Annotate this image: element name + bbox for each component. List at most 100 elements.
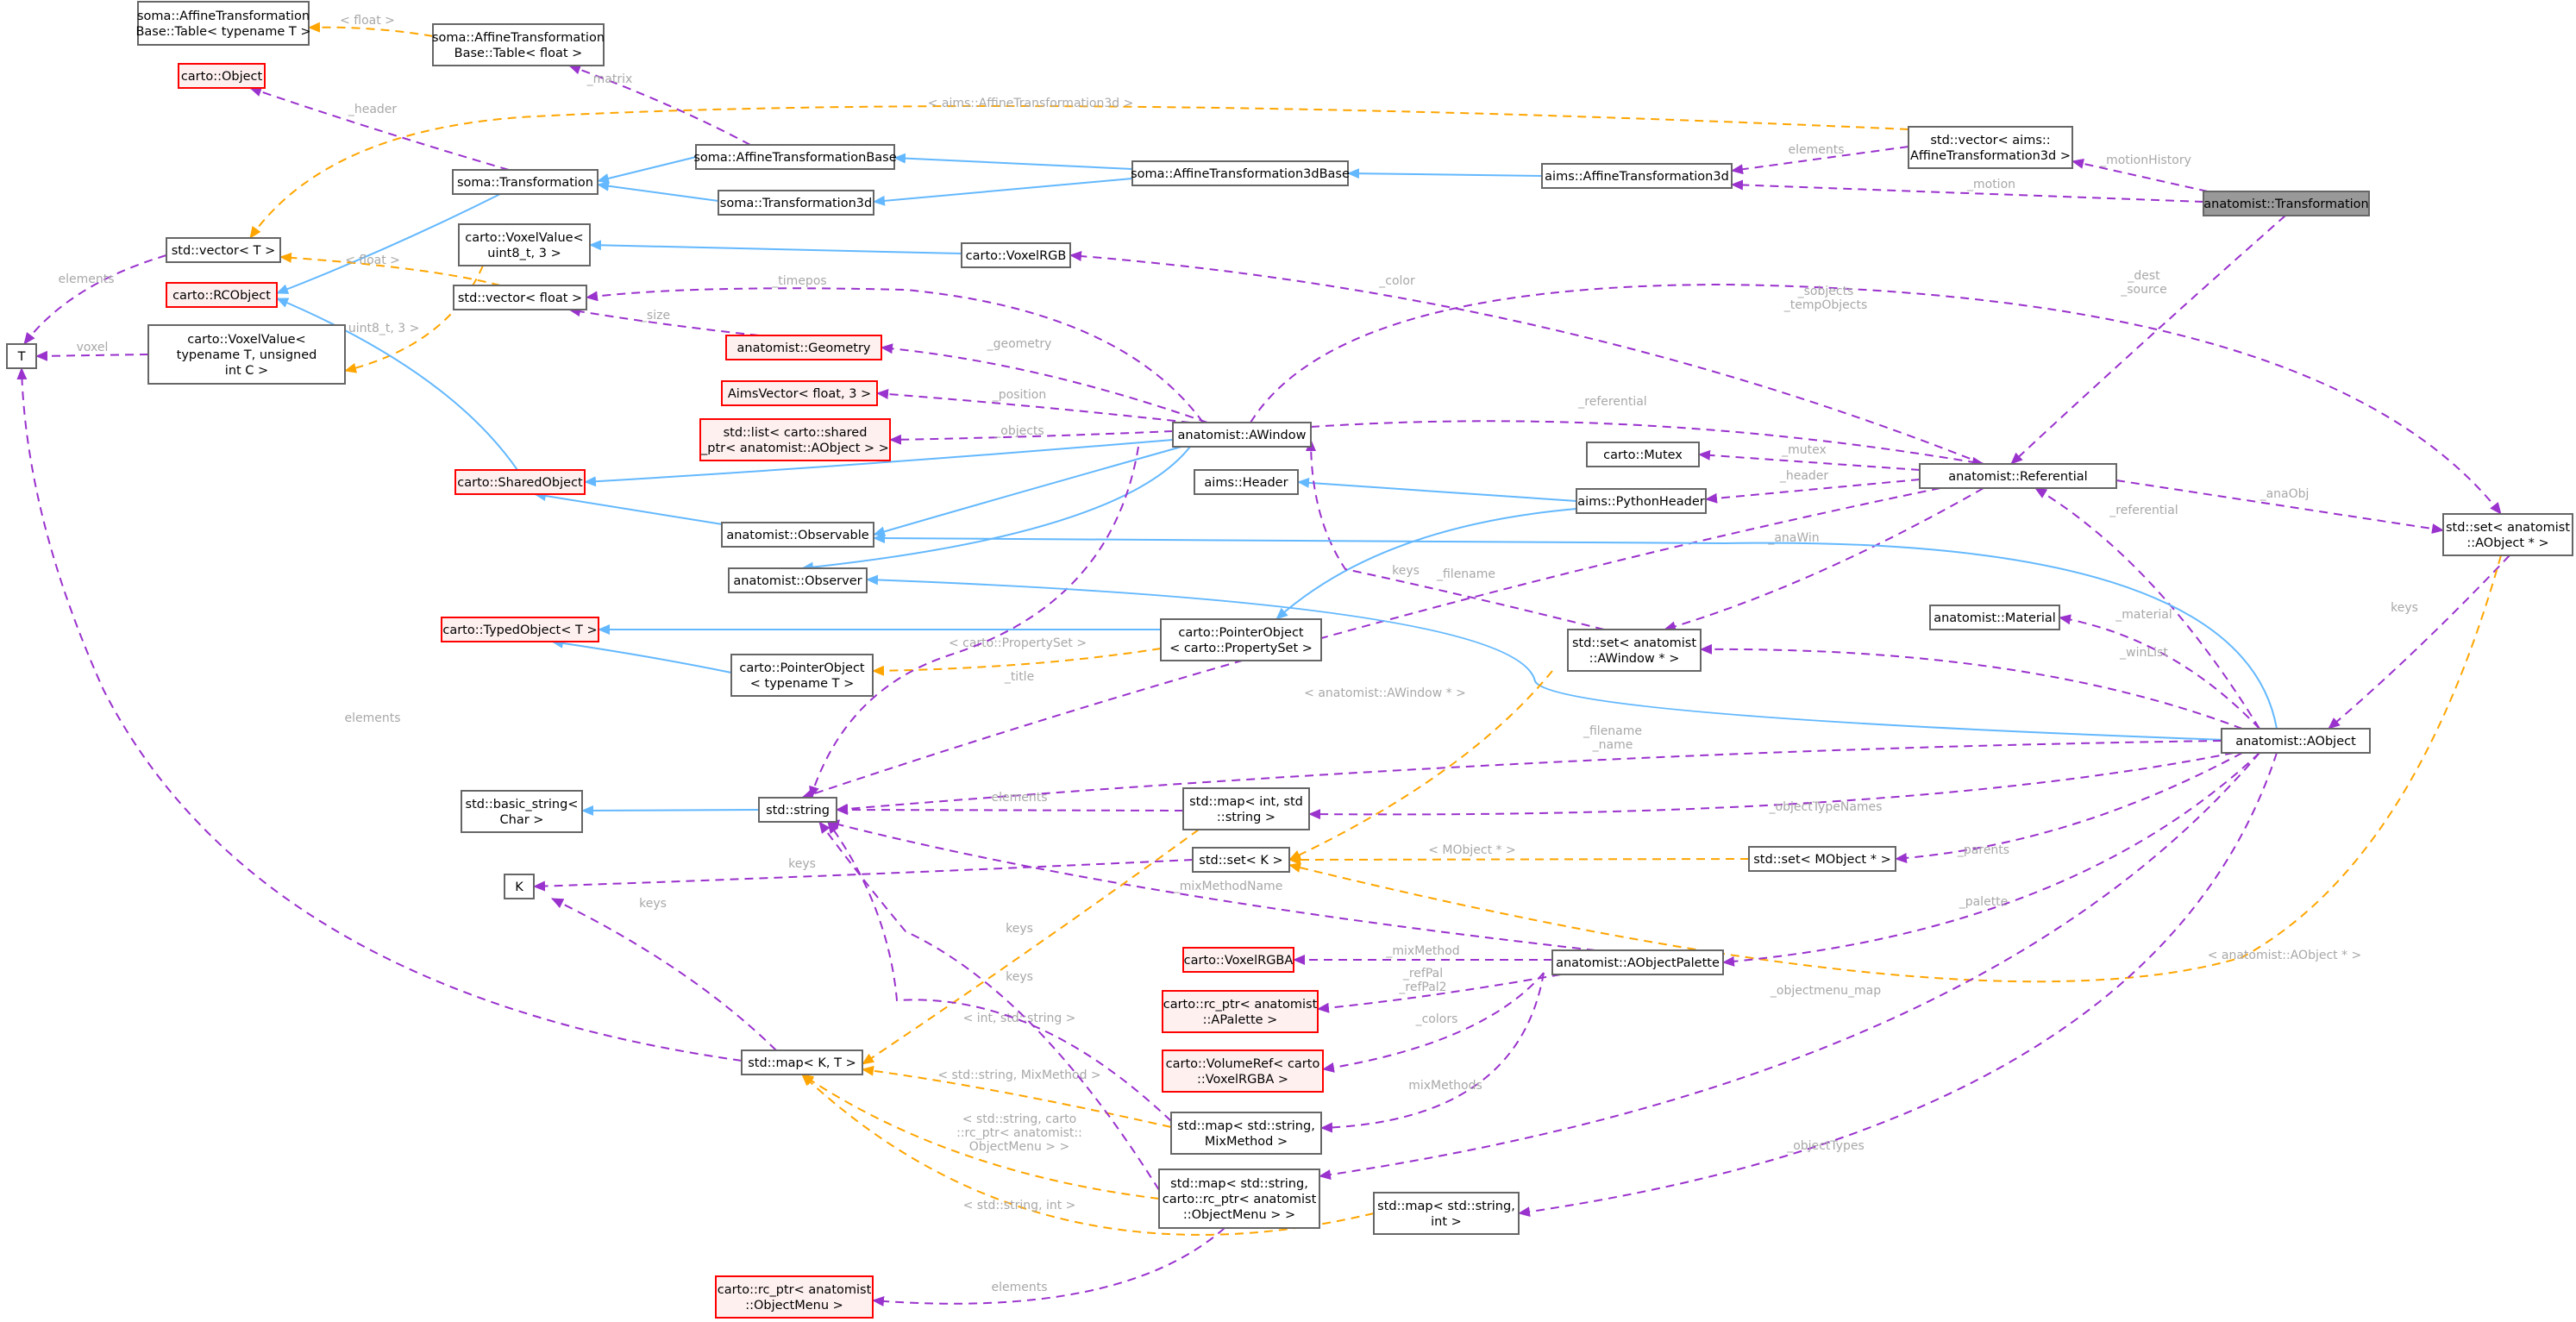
edge-line [586, 287, 1204, 423]
node-vecT[interactable]: std::vector< T > [166, 237, 281, 263]
node-aimsVec[interactable]: AimsVector< float, 3 > [721, 380, 878, 406]
node-basicStr[interactable]: std::basic_string<Char > [461, 790, 583, 833]
edge-line [893, 153, 1133, 170]
node-box [725, 335, 882, 360]
node-setMObj[interactable]: std::set< MObject * > [1748, 846, 1896, 872]
node-box [1160, 618, 1322, 661]
edge-line [1288, 554, 2502, 983]
edge-label: keys [639, 897, 667, 911]
edge-vecAff3d-to-aimsAff3d: elements [1731, 143, 1909, 175]
node-label: carto::Object [181, 70, 263, 84]
edge-label: keys [2391, 601, 2418, 615]
edge-label: < carto::PropertySet > [949, 636, 1087, 650]
edge-line [1518, 752, 2278, 1218]
edge-label: elements [991, 791, 1047, 805]
node-mapStrMenu[interactable]: std::map< std::string,carto::rc_ptr< ana… [1158, 1168, 1320, 1229]
node-box [432, 23, 605, 66]
edge-mapIntStr-to-mapKT: < int, std::string > [862, 829, 1200, 1065]
node-label: < typename T > [750, 677, 855, 691]
node-voxValU8[interactable]: carto::VoxelValue<uint8_t, 3 > [458, 223, 591, 266]
node-aobjPal[interactable]: anatomist::AObjectPalette [1551, 949, 1724, 975]
node-stdString[interactable]: std::string [758, 797, 837, 823]
node-label: std::set< anatomist [1572, 636, 1696, 650]
node-rcMenu[interactable]: carto::rc_ptr< anatomist::ObjectMenu > [715, 1275, 874, 1319]
node-aimsHeader[interactable]: aims::Header [1194, 469, 1299, 495]
node-K[interactable]: K [504, 874, 535, 899]
edge-line [1731, 179, 2204, 203]
edge-mapStrMenu-to-rcMenu: elements [872, 1227, 1225, 1306]
node-anaGeom[interactable]: anatomist::Geometry [725, 335, 882, 360]
node-somaAffBase[interactable]: soma::AffineTransformationBase [693, 144, 897, 170]
edge-label: _filename [1436, 567, 1495, 581]
node-label: soma::AffineTransformation [137, 9, 310, 23]
node-cartoMutex[interactable]: carto::Mutex [1586, 442, 1700, 467]
node-volRef[interactable]: carto::VolumeRef< carto::VoxelRGBA > [1162, 1049, 1324, 1093]
edge-voxValU8-to-voxValT: < uint8_t, 3 > [335, 265, 484, 373]
node-aobject[interactable]: anatomist::AObject [2221, 728, 2371, 754]
node-label: carto::VoxelValue< [187, 333, 305, 347]
node-vecAff3d[interactable]: std::vector< aims::AffineTransformation3… [1908, 126, 2073, 169]
node-mapKT[interactable]: std::map< K, T > [741, 1049, 863, 1075]
node-label: ::AObject * > [2466, 536, 2548, 550]
node-cartoObject[interactable]: carto::Object [178, 63, 266, 89]
node-somaAff3dBase[interactable]: soma::AffineTransformation3dBase [1131, 160, 1350, 186]
edge-anaTrans-to-aimsAff3d: _motion [1731, 178, 2204, 203]
node-referential[interactable]: anatomist::Referential [1919, 463, 2117, 489]
edge-line [2328, 554, 2510, 730]
node-mapStrMix[interactable]: std::map< std::string,MixMethod > [1170, 1112, 1322, 1155]
node-label: int > [1431, 1215, 1462, 1229]
node-setAWin[interactable]: std::set< anatomist::AWindow * > [1567, 629, 1702, 672]
node-box [961, 242, 1071, 268]
node-label: ::ObjectMenu > > [1183, 1208, 1295, 1222]
node-ptrObjProp[interactable]: carto::PointerObject< carto::PropertySet… [1160, 618, 1322, 661]
edge-label: keys [1392, 564, 1420, 578]
nodes-layer: soma::AffineTransformationBase::Table< t… [6, 1, 2573, 1319]
node-affTableF[interactable]: soma::AffineTransformationBase::Table< f… [432, 23, 605, 66]
node-mapIntStr[interactable]: std::map< int, std::string > [1182, 787, 1310, 830]
node-rcAPal[interactable]: carto::rc_ptr< anatomist::APalette > [1162, 990, 1319, 1033]
node-box [728, 567, 868, 593]
node-ptrObjT[interactable]: carto::PointerObject< typename T > [730, 654, 874, 697]
node-box [166, 282, 278, 308]
edge-line [597, 180, 719, 202]
node-voxRGBA[interactable]: carto::VoxelRGBA [1182, 947, 1294, 973]
node-setK[interactable]: std::set< K > [1192, 847, 1290, 873]
node-T[interactable]: T [6, 343, 37, 369]
node-typedObj[interactable]: carto::TypedObject< T > [441, 617, 599, 642]
edge-label: _mixMethod [1385, 944, 1459, 958]
node-awindow[interactable]: anatomist::AWindow [1172, 422, 1312, 448]
node-aimsAff3d[interactable]: aims::AffineTransformation3d [1541, 163, 1733, 189]
node-listShared[interactable]: std::list< carto::shared_ptr< anatomist:… [699, 418, 891, 461]
edge-line [534, 491, 734, 527]
edge-line [1322, 972, 1545, 1073]
node-label: std::map< std::string, [1177, 1119, 1315, 1133]
node-pyHeader[interactable]: aims::PythonHeader [1576, 488, 1707, 514]
edge-line [1308, 752, 2234, 820]
edge-line [276, 298, 518, 471]
node-mapStrInt[interactable]: std::map< std::string,int > [1373, 1192, 1520, 1235]
node-vecFloat[interactable]: std::vector< float > [453, 285, 587, 310]
edge-observable-to-sharedObj [534, 491, 734, 527]
node-anaMaterial[interactable]: anatomist::Material [1929, 605, 2060, 630]
edge-label: _mutex [1781, 443, 1827, 457]
node-voxRGB[interactable]: carto::VoxelRGB [961, 242, 1071, 268]
node-label: AimsVector< float, 3 > [728, 387, 871, 401]
node-label: < carto::PropertySet > [1169, 642, 1313, 655]
node-sharedObj[interactable]: carto::SharedObject [454, 469, 586, 495]
edge-ptrObjT-to-typedObj [551, 637, 732, 674]
node-label: aims::AffineTransformation3d [1545, 170, 1729, 184]
node-somaTrans3d[interactable]: soma::Transformation3d [718, 190, 874, 216]
node-setAObj[interactable]: std::set< anatomist::AObject * > [2442, 513, 2573, 556]
node-rcObject[interactable]: carto::RCObject [166, 282, 278, 308]
edge-line [551, 637, 732, 674]
node-affTableT[interactable]: soma::AffineTransformationBase::Table< t… [135, 1, 311, 46]
node-observable[interactable]: anatomist::Observable [721, 522, 874, 548]
node-label: ::VoxelRGBA > [1197, 1073, 1288, 1087]
edge-label: mixMethods [1408, 1079, 1482, 1093]
node-observer[interactable]: anatomist::Observer [728, 567, 868, 593]
edge-referential-to-stdString: _filename [801, 487, 1941, 799]
node-somaTrans[interactable]: soma::Transformation [452, 169, 599, 195]
edge-line [1306, 439, 1605, 630]
node-voxValT[interactable]: carto::VoxelValue<typename T, unsignedin… [147, 324, 346, 385]
node-anaTrans[interactable]: anatomist::Transformation [2203, 191, 2370, 216]
